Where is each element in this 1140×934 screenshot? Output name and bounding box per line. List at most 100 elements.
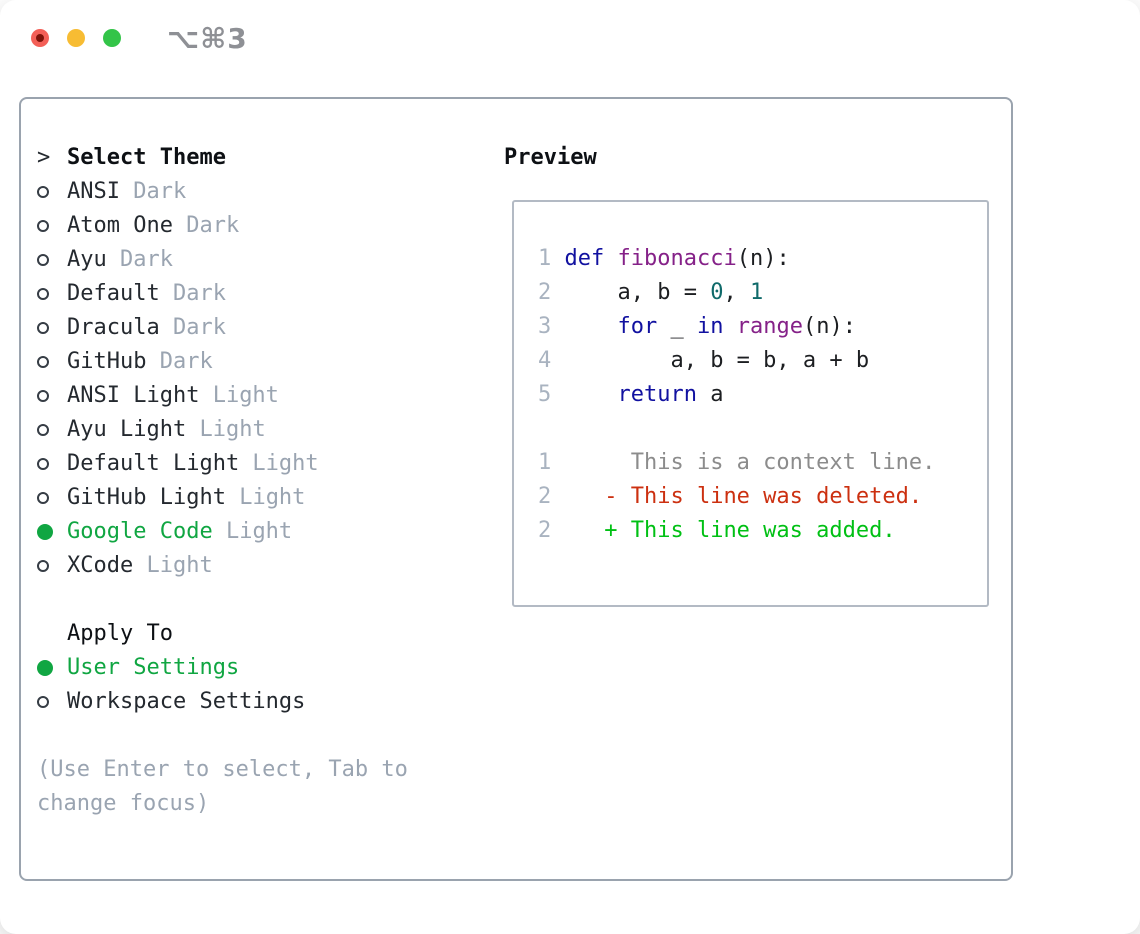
variant-label: Light	[225, 485, 306, 510]
code-token-kw: in	[696, 314, 724, 339]
radio-icon	[37, 356, 67, 368]
spacer	[37, 583, 408, 617]
theme-option[interactable]: ANSI Dark	[37, 175, 408, 209]
radio-icon	[37, 390, 67, 402]
window-title: ⌥⌘3	[167, 22, 248, 55]
apply-to-option[interactable]: User Settings	[37, 651, 408, 685]
code-token-pl: (n):	[736, 246, 790, 271]
option-label: GitHub Light	[67, 485, 226, 510]
radio-icon	[37, 424, 67, 436]
code-token-num: 2	[538, 484, 552, 509]
radio-icon	[37, 458, 67, 470]
code-token-add: + This line was added.	[604, 518, 896, 543]
radio-icon	[37, 560, 67, 572]
code-token-num: 1	[538, 450, 552, 475]
code-token-pl	[604, 246, 617, 271]
code-token-lit: 1	[749, 280, 764, 305]
variant-label: Dark	[172, 213, 240, 238]
code-token-num: 3	[538, 314, 552, 339]
minimize-button[interactable]	[67, 29, 85, 47]
code-token-pl	[551, 382, 617, 407]
code-token-pl: (n):	[802, 314, 856, 339]
apply-to-header: Apply To	[37, 617, 408, 651]
variant-label: Dark	[146, 349, 213, 374]
option-label: User Settings	[67, 655, 240, 680]
theme-option[interactable]: Default Light Light	[37, 447, 408, 481]
radio-icon	[37, 696, 67, 708]
option-label: Default Light	[67, 451, 240, 476]
variant-label: Light	[133, 553, 213, 578]
preview-title: Preview	[504, 145, 597, 170]
theme-option[interactable]: Ayu Light Light	[37, 413, 408, 447]
theme-option[interactable]: ANSI Light Light	[37, 379, 408, 413]
maximize-button[interactable]	[103, 29, 121, 47]
keyboard-hint: (Use Enter to select, Tab to change focu…	[37, 753, 408, 821]
option-label: Atom One	[67, 213, 173, 238]
theme-option[interactable]: Atom One Dark	[37, 209, 408, 243]
apply-to-option[interactable]: Workspace Settings	[37, 685, 408, 719]
apply-to-title: Apply To	[67, 621, 173, 646]
option-label: XCode	[67, 553, 134, 578]
code-token-num: 1	[538, 246, 552, 271]
theme-option[interactable]: Dracula Dark	[37, 311, 408, 345]
theme-option[interactable]: GitHub Light Light	[37, 481, 408, 515]
option-label: Ayu Light	[67, 417, 187, 442]
variant-label: Dark	[159, 281, 226, 306]
code-token-num: 5	[538, 382, 552, 407]
code-token-pl: a, b = b, a + b	[551, 348, 870, 373]
code-token-pl: a	[696, 382, 724, 407]
radio-icon	[37, 254, 67, 266]
code-token-pl	[551, 314, 617, 339]
variant-label: Dark	[159, 315, 226, 340]
code-token-pl	[551, 518, 604, 543]
code-token-del: - This line was deleted.	[604, 484, 923, 509]
option-label: GitHub	[67, 349, 147, 374]
radio-icon	[37, 322, 67, 334]
hint-line-1: (Use Enter to select, Tab to	[37, 757, 408, 782]
select-theme-header: > Select Theme	[37, 141, 408, 175]
radio-selected-icon	[37, 524, 67, 540]
radio-icon	[37, 220, 67, 232]
theme-option[interactable]: Ayu Dark	[37, 243, 408, 277]
option-label: Default	[67, 281, 160, 306]
variant-label: Light	[186, 417, 266, 442]
variant-label: Dark	[106, 247, 173, 272]
code-token-num: 2	[538, 280, 552, 305]
code-token-kw: for	[617, 314, 658, 339]
close-button[interactable]	[31, 29, 49, 47]
theme-option[interactable]: GitHub Dark	[37, 345, 408, 379]
variant-label: Light	[212, 519, 293, 544]
option-label: Ayu	[67, 247, 107, 272]
theme-option[interactable]: Default Dark	[37, 277, 408, 311]
code-token-kw: return	[617, 382, 697, 407]
spacer	[37, 719, 408, 753]
radio-selected-icon	[37, 660, 67, 676]
preview-box: 1 def fibonacci(n): 2 a, b = 0, 1 3 for …	[512, 200, 989, 607]
option-label: Google Code	[67, 519, 213, 544]
theme-option[interactable]: Google Code Light	[37, 515, 408, 549]
option-label: Workspace Settings	[67, 689, 306, 714]
unsaved-dot-icon	[36, 34, 44, 42]
focus-caret-icon: >	[37, 145, 51, 170]
code-token-num: 2	[538, 518, 552, 543]
hint-line-2: change focus)	[37, 791, 210, 816]
code-token-pl	[551, 246, 564, 271]
variant-label: Light	[199, 383, 279, 408]
code-token-lit: 0	[710, 280, 724, 305]
code-token-pl: _	[657, 314, 697, 339]
code-token-num: 4	[538, 348, 552, 373]
theme-option[interactable]: XCode Light	[37, 549, 408, 583]
title-bar: ⌥⌘3	[0, 0, 1140, 97]
select-theme-title: Select Theme	[67, 145, 226, 170]
radio-icon	[37, 288, 67, 300]
code-preview: 1 def fibonacci(n): 2 a, b = 0, 1 3 for …	[514, 202, 987, 548]
code-token-kw: def	[564, 246, 605, 271]
code-token-pl	[551, 484, 604, 509]
code-token-pl: a, b =	[551, 280, 711, 305]
code-token-pl	[723, 314, 736, 339]
option-label: Dracula	[67, 315, 160, 340]
